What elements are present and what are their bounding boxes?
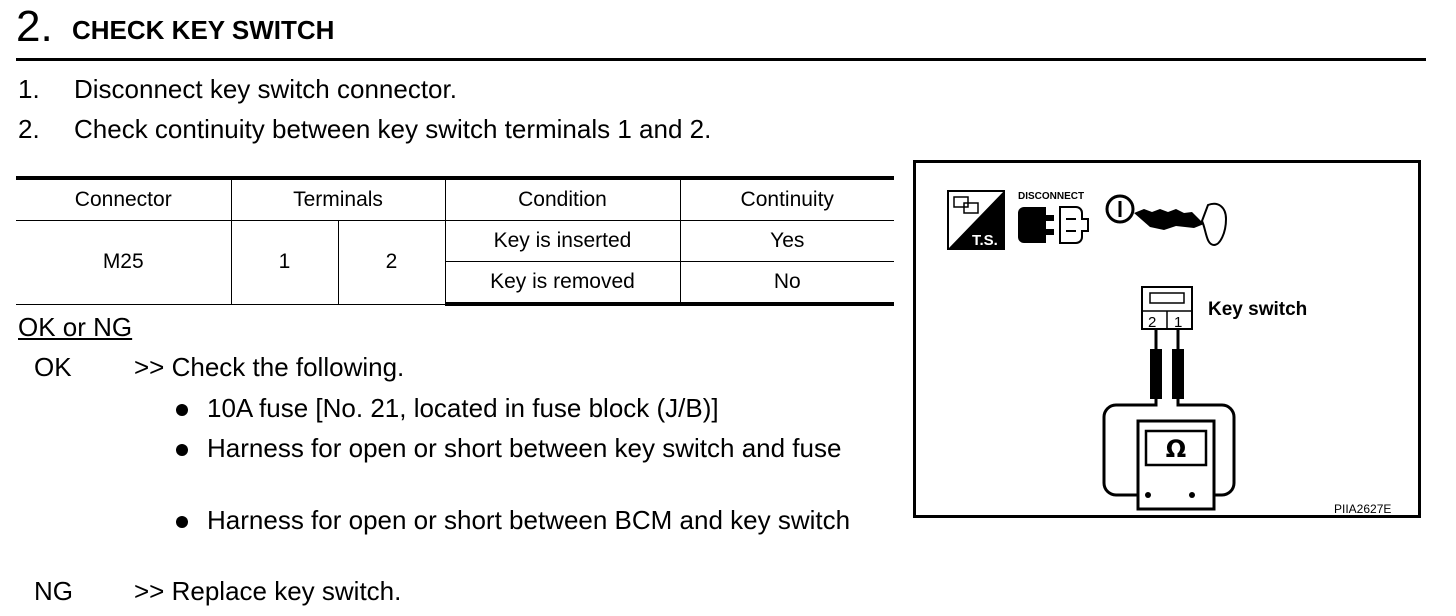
figure-code: PIIA2627E [1334, 502, 1391, 515]
header-continuity: Continuity [679, 176, 894, 221]
cell-terminal-b: 2 [337, 220, 446, 305]
header-connector: Connector [16, 176, 232, 221]
table-header-row: Connector Terminals Condition Continuity [16, 176, 894, 221]
ts-label: T.S. [972, 232, 998, 249]
bullet-text: 10A fuse [No. 21, located in fuse block … [207, 393, 719, 423]
bullet-icon [176, 404, 188, 416]
continuity-table: Connector Terminals Condition Continuity… [16, 176, 894, 306]
table-row: Key is removed No [16, 261, 894, 306]
key-switch-label: Key switch [1208, 299, 1307, 320]
list-item: Harness for open or short between BCM an… [176, 504, 894, 536]
instruction-text: Check continuity between key switch term… [74, 114, 712, 144]
step-header: 2. CHECK KEY SWITCH [16, 2, 1426, 61]
key-icon [1105, 194, 1228, 247]
key-switch-figure: T.S. DISCONNECT 2 1 Key switch [913, 160, 1421, 518]
ok-label: OK [34, 352, 72, 382]
disconnect-icon: DISCONNECT [1018, 191, 1089, 244]
ohm-icon: Ω [1166, 435, 1186, 463]
bullet-text: Harness for open or short between BCM an… [207, 505, 851, 535]
step-title: CHECK KEY SWITCH [72, 15, 335, 45]
disconnect-label: DISCONNECT [1018, 191, 1084, 202]
cell-continuity: No [679, 261, 894, 306]
key-switch-connector: 2 1 [1141, 286, 1193, 331]
cell-connector: M25 [16, 220, 232, 305]
table-row: M25 1 2 Key is inserted Yes [16, 220, 894, 305]
header-condition: Condition [444, 176, 681, 221]
instruction-number: 2. [18, 114, 40, 144]
cell-continuity: Yes [679, 220, 894, 262]
bullet-icon [176, 516, 188, 528]
tester-probes [1102, 329, 1236, 497]
pin-label-2: 2 [1148, 314, 1156, 331]
ok-text: >> Check the following. [134, 352, 405, 382]
ng-label: NG [34, 576, 73, 606]
pin-label-1: 1 [1174, 314, 1182, 331]
bullet-icon [176, 444, 188, 456]
list-item: 10A fuse [No. 21, located in fuse block … [176, 392, 894, 424]
result-heading: OK or NG [18, 312, 133, 342]
cell-condition: Key is removed [445, 261, 681, 306]
instruction-number: 1. [18, 74, 40, 104]
cell-terminal-a: 1 [230, 220, 339, 305]
bullet-text: Harness for open or short between key sw… [207, 433, 842, 463]
ng-text: >> Replace key switch. [134, 576, 402, 606]
ts-icon: T.S. [947, 190, 1005, 250]
cell-condition: Key is inserted [444, 220, 681, 262]
figure-drawing: T.S. DISCONNECT 2 1 Key switch [947, 190, 1391, 515]
ohmmeter: Ω [1136, 419, 1216, 511]
list-item: Harness for open or short between key sw… [176, 432, 894, 464]
instruction-text: Disconnect key switch connector. [74, 74, 457, 104]
step-number: 2. [16, 2, 53, 51]
header-terminals: Terminals [230, 176, 446, 221]
